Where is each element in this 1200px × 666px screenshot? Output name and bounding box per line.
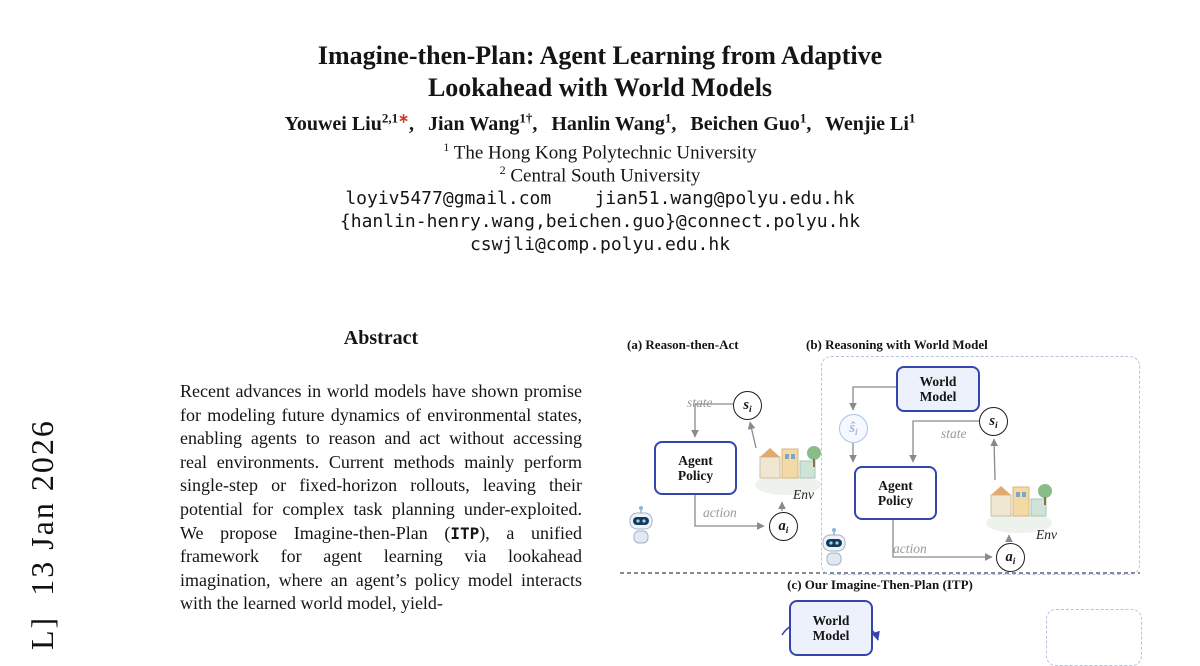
affiliation-line: 1 The Hong Kong Polytechnic University	[443, 140, 757, 164]
state-label: state	[687, 395, 713, 410]
paper-title: Imagine-then-Plan: Agent Learning from A…	[317, 41, 883, 102]
action-label: action	[703, 505, 737, 520]
email-line: cswjli@comp.polyu.edu.hk	[469, 234, 731, 255]
affiliation-line: 2 Central South University	[499, 163, 701, 187]
itp-acronym: ITP	[450, 523, 480, 543]
agent-policy-box: Agent Policy	[854, 466, 937, 520]
email-line: {hanlin-henry.wang,beichen.guo}@connect.…	[339, 211, 861, 232]
world-model-box: World Model	[896, 366, 980, 412]
author: Wenjie Li1	[825, 110, 916, 135]
env-label: Env	[793, 487, 814, 502]
state-label: state	[941, 426, 967, 441]
panel-b-arrows	[849, 386, 1013, 561]
author: Hanlin Wang1,	[551, 110, 677, 135]
paper-page: { "watermark": "L] 13 Jan 2026", "title"…	[0, 41, 1200, 666]
email-line: loyiv5477@gmail.com jian51.wang@polyu.ed…	[345, 188, 855, 209]
robot-icon	[626, 504, 656, 551]
author: Youwei Liu2,1∗,	[284, 110, 414, 135]
panel-a-arrows	[691, 403, 786, 530]
author: Beichen Guo1,	[690, 110, 812, 135]
env-illustration	[752, 430, 824, 503]
figure-panel-c-title: (c) Our Imagine-Then-Plan (ITP)	[787, 577, 973, 592]
figure-panel-b-title: (b) Reasoning with World Model	[806, 337, 988, 352]
abstract-heading: Abstract	[343, 327, 419, 349]
robot-icon	[819, 526, 849, 573]
env-illustration	[983, 468, 1055, 541]
author-list: Youwei Liu2,1∗, Jian Wang1†, Hanlin Wang…	[0, 110, 1200, 136]
figure-panel-a-title: (a) Reason-then-Act	[627, 337, 739, 352]
action-label: action	[893, 541, 927, 556]
rollout-dashed-box-fragment	[1046, 609, 1142, 666]
agent-policy-box: Agent Policy	[654, 441, 737, 495]
arxiv-watermark: L] 13 Jan 2026	[24, 419, 60, 650]
author: Jian Wang1†,	[428, 110, 538, 135]
abstract-text: Recent advances in world models have sho…	[180, 381, 582, 614]
env-label: Env	[1036, 527, 1057, 542]
rollout-dashed-box	[821, 356, 1140, 575]
footnote-star: ∗	[398, 110, 409, 125]
